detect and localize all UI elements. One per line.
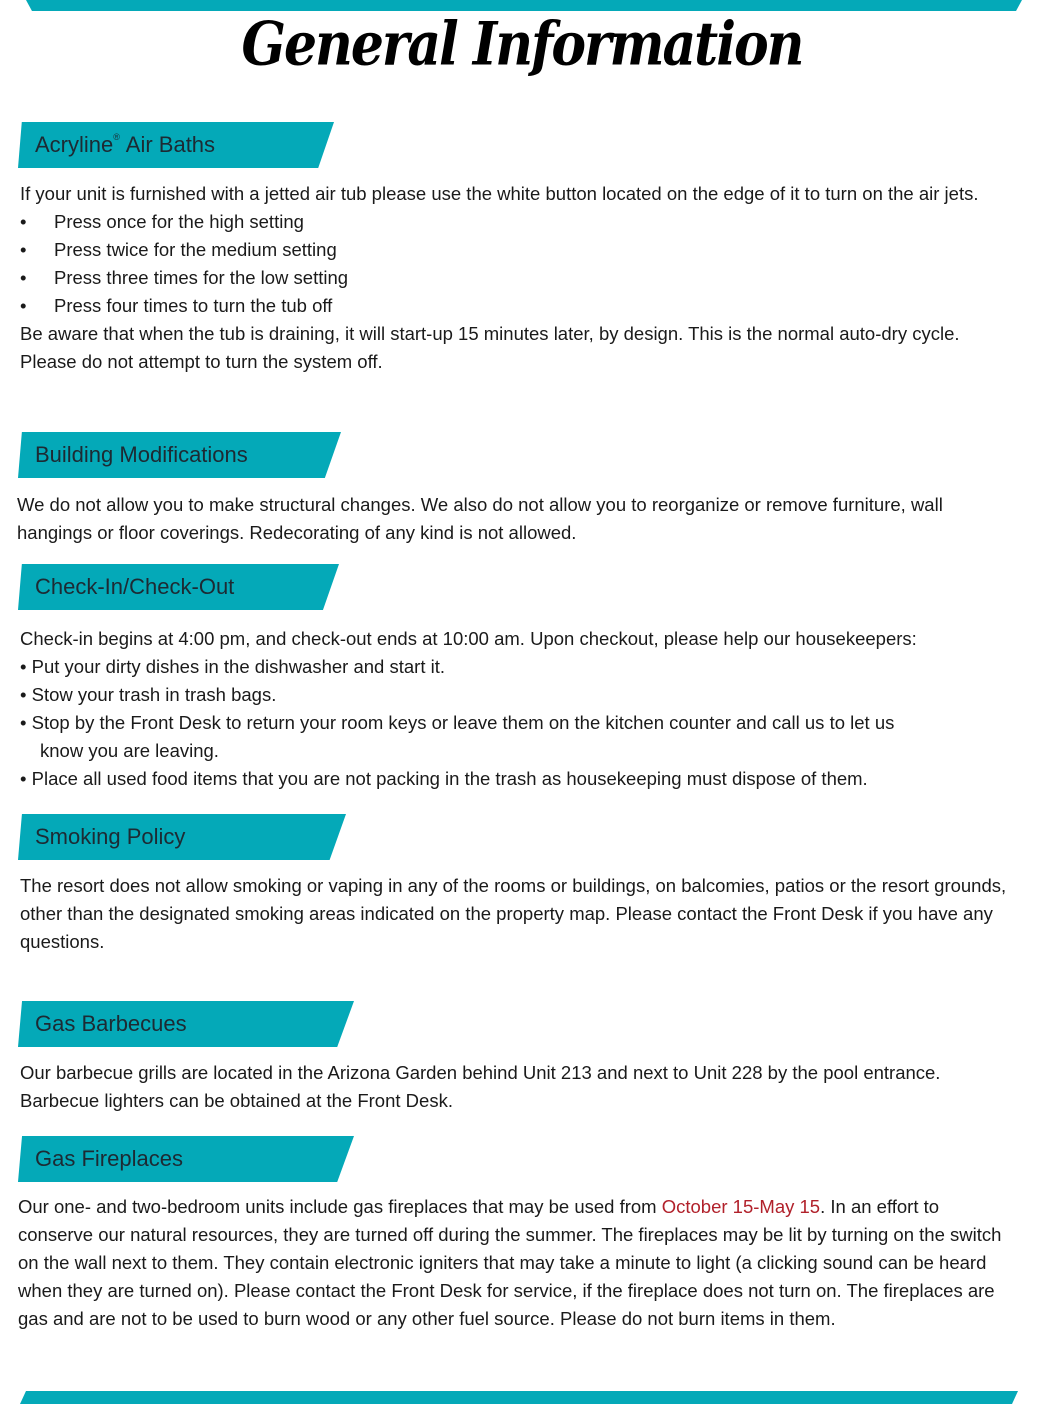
- heading-text: Smoking Policy: [35, 824, 186, 849]
- registered-mark: ®: [113, 132, 120, 142]
- bullet: •: [20, 267, 27, 288]
- section-body-checkin: Check-in begins at 4:00 pm, and check-ou…: [20, 625, 1020, 793]
- list-item: • Put your dirty dishes in the dishwashe…: [20, 656, 445, 677]
- fireplaces-text-start: Our one- and two-bedroom units include g…: [18, 1196, 662, 1217]
- heading-text: Gas Fireplaces: [35, 1146, 183, 1171]
- list-item-text: Press once for the high setting: [54, 211, 304, 232]
- list-item-continuation: know you are leaving.: [40, 740, 219, 761]
- section-body-fireplaces: Our one- and two-bedroom units include g…: [18, 1193, 1018, 1333]
- bullet: •: [20, 239, 27, 260]
- acryline-outro: Be aware that when the tub is draining, …: [20, 323, 960, 372]
- list-item-text: Press twice for the medium setting: [54, 239, 337, 260]
- fireplaces-text-end: . In an effort to conserve our natural r…: [18, 1196, 1002, 1329]
- acryline-intro: If your unit is furnished with a jetted …: [20, 183, 979, 204]
- bullet: •: [20, 211, 27, 232]
- list-item-text: Press four times to turn the tub off: [54, 295, 333, 316]
- section-body-barbecues: Our barbecue grills are located in the A…: [20, 1059, 1020, 1115]
- heading-text: Acryline: [35, 132, 114, 157]
- smoking-text: The resort does not allow smoking or vap…: [20, 875, 1007, 952]
- season-dates: October 15-May 15: [661, 1196, 821, 1217]
- building-text: We do not allow you to make structural c…: [17, 494, 943, 543]
- section-heading-checkin: Check-In/Check-Out: [18, 564, 339, 610]
- heading-text: Building Modifications: [35, 442, 248, 467]
- bottom-accent-band: [20, 1391, 1018, 1404]
- checkin-intro: Check-in begins at 4:00 pm, and check-ou…: [20, 628, 917, 649]
- heading-text: Gas Barbecues: [35, 1011, 187, 1036]
- section-heading-barbecues: Gas Barbecues: [18, 1001, 354, 1047]
- barbecues-text: Our barbecue grills are located in the A…: [20, 1062, 941, 1111]
- section-heading-smoking: Smoking Policy: [18, 814, 346, 860]
- list-item: • Stow your trash in trash bags.: [20, 684, 277, 705]
- bullet: •: [20, 295, 27, 316]
- section-heading-building: Building Modifications: [18, 432, 341, 478]
- list-item: • Press three times for the low setting: [20, 264, 1020, 292]
- section-body-acryline: If your unit is furnished with a jetted …: [20, 180, 1020, 376]
- top-accent-band: [26, 0, 1022, 11]
- page-title: General Information: [241, 9, 805, 80]
- section-heading-acryline: Acryline® Air Baths: [18, 122, 334, 168]
- list-item: • Stop by the Front Desk to return your …: [20, 712, 895, 733]
- list-item-text: Press three times for the low setting: [54, 267, 349, 288]
- list-item: • Press four times to turn the tub off: [20, 292, 1020, 320]
- fireplaces-text: Our one- and two-bedroom units include g…: [18, 1193, 1018, 1333]
- list-item: • Place all used food items that you are…: [20, 768, 868, 789]
- section-body-building: We do not allow you to make structural c…: [17, 491, 1017, 547]
- heading-text-rest: Air Baths: [120, 132, 216, 157]
- heading-text: Check-In/Check-Out: [35, 574, 235, 599]
- list-item: • Press once for the high setting: [20, 208, 1020, 236]
- list-item: • Press twice for the medium setting: [20, 236, 1020, 264]
- section-heading-fireplaces: Gas Fireplaces: [18, 1136, 354, 1182]
- section-body-smoking: The resort does not allow smoking or vap…: [20, 872, 1020, 956]
